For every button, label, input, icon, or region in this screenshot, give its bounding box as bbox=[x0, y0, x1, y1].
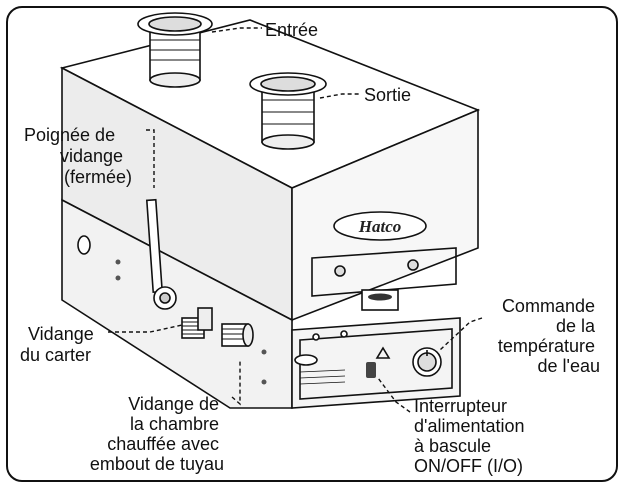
rating-label-logo bbox=[368, 293, 392, 301]
indicator-light-left bbox=[334, 265, 346, 277]
screw-icon bbox=[340, 330, 348, 338]
side-rivet bbox=[261, 379, 267, 385]
control-panel-plate bbox=[299, 328, 453, 400]
outlet-fitting bbox=[249, 72, 327, 150]
leader-power-switch bbox=[377, 377, 411, 413]
label-drain-handle: Poignée de vidange (fermée) bbox=[24, 125, 132, 187]
leader-outlet bbox=[319, 93, 360, 99]
upper-control-bar bbox=[311, 247, 457, 297]
drain-valve-hub bbox=[159, 292, 171, 304]
housing-front-panel bbox=[291, 317, 461, 409]
leader-inlet bbox=[211, 27, 262, 33]
side-rivet bbox=[261, 349, 267, 355]
panel-logo bbox=[294, 354, 318, 366]
rocker-switch-icon bbox=[366, 362, 376, 378]
label-inlet: Entrée bbox=[265, 20, 318, 40]
label-housing-drain: Vidange du carter bbox=[20, 324, 99, 365]
screw-icon bbox=[312, 333, 320, 341]
panel-text-line bbox=[299, 375, 346, 379]
brand-logo-text: Hatco bbox=[358, 217, 402, 236]
label-chamber-drain: Vidange de la chambre chauffée avec embo… bbox=[90, 394, 224, 474]
housing-drain-fitting bbox=[181, 307, 213, 339]
label-outlet: Sortie bbox=[364, 85, 411, 105]
chamber-drain-hose-fitting bbox=[221, 323, 254, 347]
leader-drain-handle bbox=[146, 129, 155, 188]
leader-housing-drain bbox=[108, 324, 183, 333]
inlet-fitting bbox=[137, 12, 213, 88]
leader-chamber-drain bbox=[231, 360, 241, 406]
label-temperature-control: Commande de la température de l'eau bbox=[498, 296, 600, 376]
brand-emblem bbox=[333, 211, 427, 241]
panel-text-line bbox=[299, 381, 346, 385]
label-power-switch: Interrupteur d'alimentation à bascule ON… bbox=[414, 396, 530, 476]
indicator-light-right bbox=[407, 259, 419, 271]
warning-triangle-icon bbox=[375, 346, 391, 359]
diagram-frame bbox=[6, 6, 618, 482]
side-rivet bbox=[115, 259, 121, 265]
side-rivet bbox=[115, 275, 121, 281]
side-hole bbox=[77, 235, 91, 255]
panel-text-line bbox=[299, 369, 346, 373]
housing-left-face bbox=[61, 198, 293, 409]
